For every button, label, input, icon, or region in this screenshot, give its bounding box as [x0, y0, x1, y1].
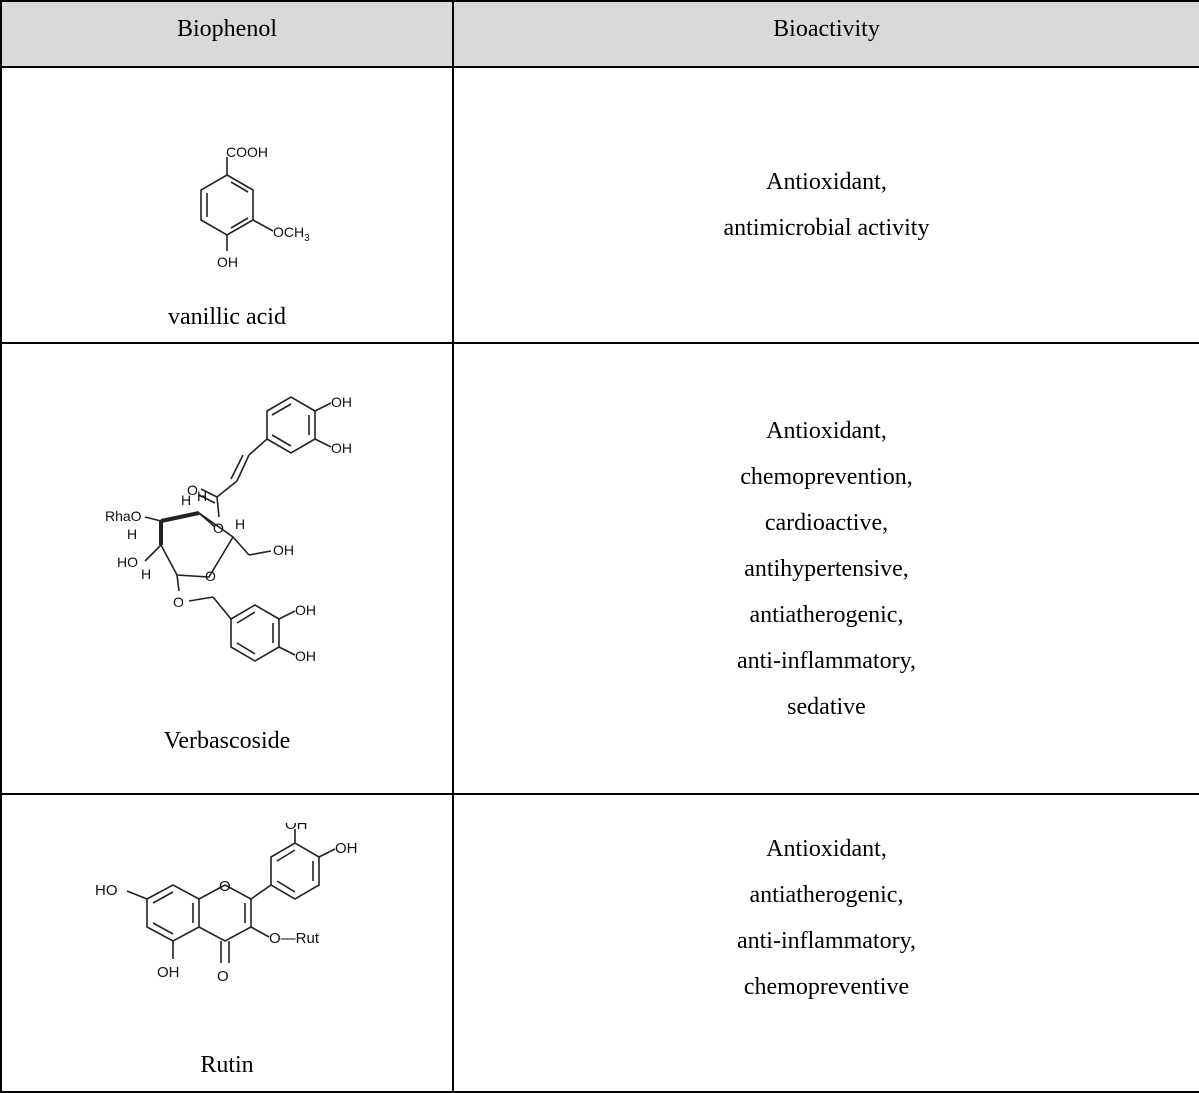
bioactivity-item: anti-inflammatory,: [736, 647, 917, 674]
vanillic-och3-label: OCH3: [273, 224, 310, 244]
verbascoside-ho: HO: [117, 554, 138, 570]
verbascoside-oh-bot1: OH: [295, 602, 316, 618]
header-biophenol: Biophenol: [0, 0, 454, 68]
rutin-oh-bottom: OH: [157, 964, 180, 981]
bioactivity-item: antiatherogenic,: [749, 601, 904, 628]
bioactivity-item: chemopreventive: [743, 974, 910, 1000]
vanillic-oh-label: OH: [217, 254, 238, 270]
bioactivity-item: Antioxidant,: [766, 836, 887, 862]
verbascoside-oh-top2: OH: [331, 440, 352, 456]
bioactivity-item: antihypertensive,: [744, 555, 909, 582]
compound-name: vanillic acid: [168, 304, 286, 330]
table-row: COOH OCH3 OH vanillic acid Antioxidant, …: [0, 66, 1199, 344]
bioactivity-item: chemoprevention,: [740, 463, 913, 490]
bioactivity-cell: Antioxidant, antiatherogenic, anti-infla…: [452, 793, 1199, 1093]
bioactivity-item: anti-inflammatory,: [736, 928, 917, 954]
verbascoside-oh-bot2: OH: [295, 648, 316, 664]
bioactivity-item: antiatherogenic,: [749, 882, 904, 908]
bioactivity-list: Antioxidant, antimicrobial activity: [454, 159, 1199, 251]
bioactivity-list: Antioxidant, chemoprevention, cardioacti…: [454, 408, 1199, 730]
compound-cell: O O OH HO O—Rut: [0, 793, 454, 1093]
verbascoside-o-ester: O: [213, 520, 224, 536]
bioactivity-list: Antioxidant, antiatherogenic, anti-infla…: [454, 826, 1199, 1010]
header-row: Biophenol Bioactivity: [0, 0, 1199, 68]
bioactivity-cell: Antioxidant, antimicrobial activity: [452, 66, 1199, 344]
verbascoside-o-carbonyl: O: [187, 482, 198, 498]
bioactivity-cell: Antioxidant, chemoprevention, cardioacti…: [452, 342, 1199, 795]
verbascoside-structure: OH OH O O: [105, 394, 352, 664]
rutin-o-ring: O: [219, 878, 231, 895]
verbascoside-o-glyc: O: [173, 594, 184, 610]
bioactivity-item: antimicrobial activity: [723, 215, 930, 241]
compound-name: Verbascoside: [163, 727, 291, 754]
rutin-o-keto: O: [217, 968, 229, 985]
compound-name: Rutin: [200, 1052, 254, 1078]
rutin-ho-left: HO: [95, 882, 118, 899]
verbascoside-rhao: RhaO: [105, 508, 142, 524]
verbascoside-h5: H: [141, 566, 151, 582]
bioactivity-item: Antioxidant,: [766, 417, 887, 444]
bioactivity-item: Antioxidant,: [766, 169, 887, 195]
rutin-structure: O O OH HO O—Rut: [95, 823, 358, 985]
bioactivity-item: sedative: [787, 693, 866, 720]
verbascoside-h4: H: [127, 526, 137, 542]
compound-cell: COOH OCH3 OH vanillic acid: [0, 66, 454, 344]
table-row: O O OH HO O—Rut: [0, 793, 1199, 1093]
verbascoside-o-ring: O: [205, 568, 216, 584]
bioactivity-item: cardioactive,: [764, 509, 889, 536]
table-row: OH OH O O: [0, 342, 1199, 795]
vanillic-acid-structure: COOH OCH3 OH: [200, 144, 310, 270]
rutin-o-rut: O—Rut: [269, 930, 320, 947]
verbascoside-h2: H: [197, 488, 207, 504]
verbascoside-ch2oh: OH: [273, 542, 294, 558]
compound-cell: OH OH O O: [0, 342, 454, 795]
verbascoside-h3: H: [235, 516, 245, 532]
vanillic-cooh-label: COOH: [226, 144, 268, 160]
verbascoside-h1: H: [181, 492, 191, 508]
rutin-oh-top: OH: [285, 823, 308, 833]
verbascoside-oh-top1: OH: [331, 394, 352, 410]
header-bioactivity: Bioactivity: [452, 0, 1199, 68]
rutin-oh-right: OH: [335, 840, 358, 857]
